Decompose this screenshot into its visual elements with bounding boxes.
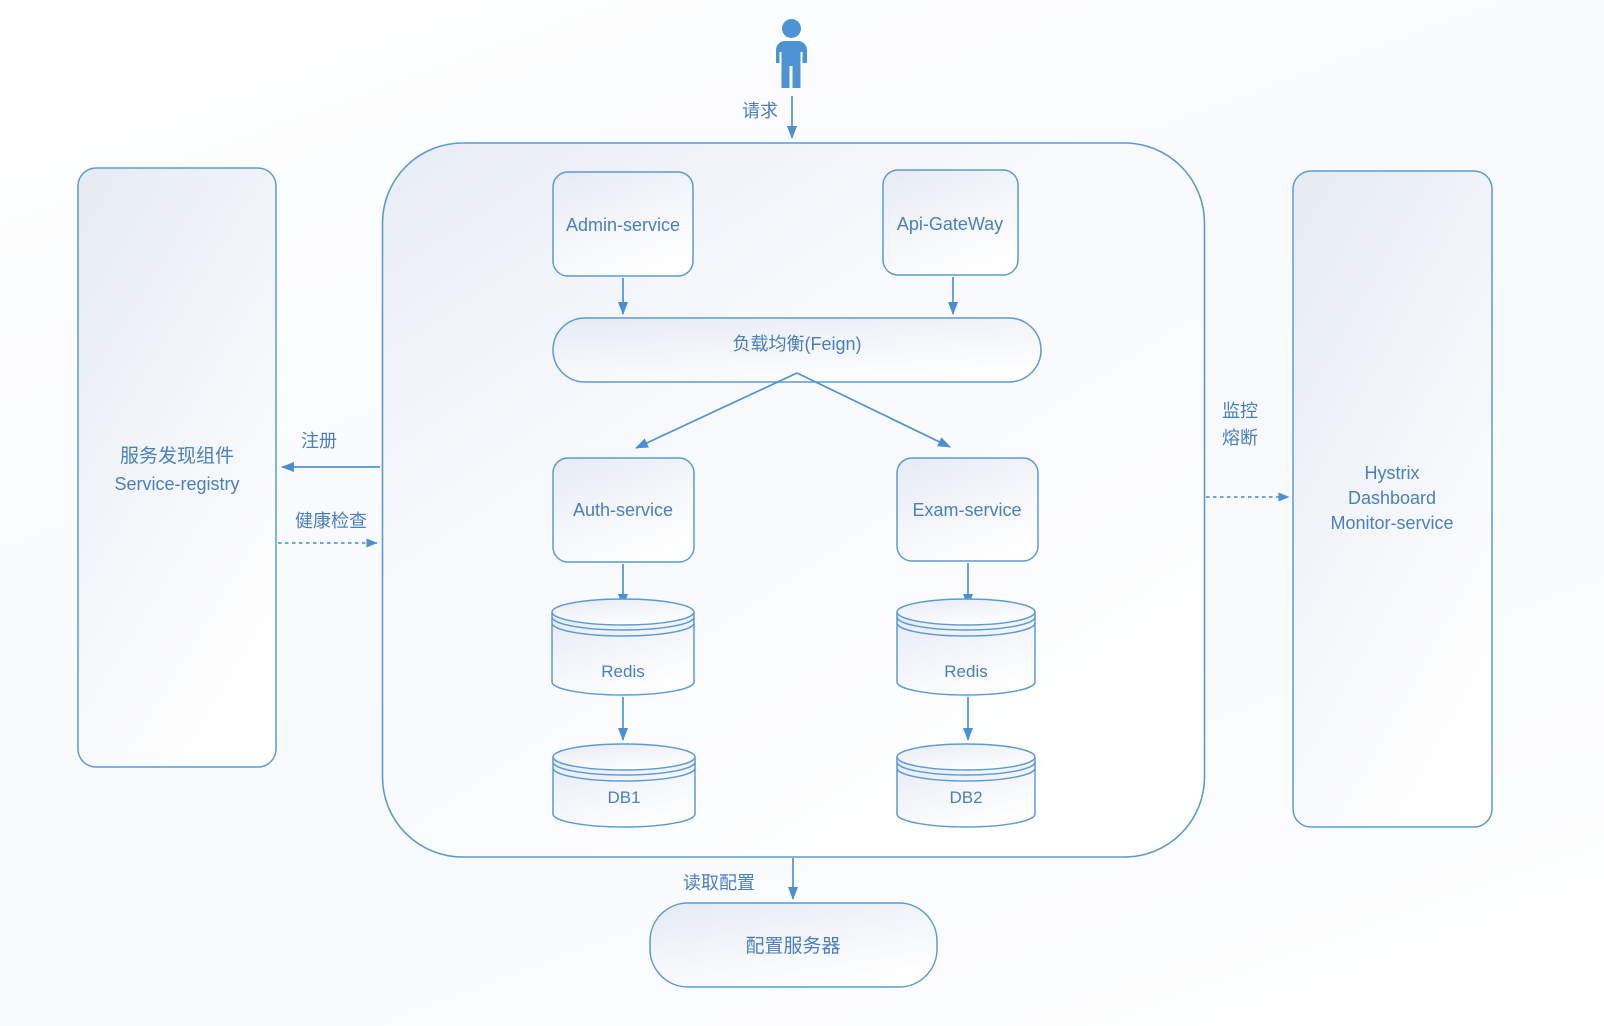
api-gateway-node [882,169,1019,276]
service-registry-label-en: Service-registry [114,474,239,494]
service-registry-label-cn: 服务发现组件 [120,445,234,467]
cylinder-ring [552,767,696,782]
cylinder-ring [552,761,696,776]
person-icon [776,19,807,88]
read-config-label: 读取配置 [683,873,755,893]
health-check-label: 健康检查 [295,511,367,531]
auth-service-node [552,457,695,563]
cylinder-body [896,757,1036,828]
cylinder-ring [896,761,1036,776]
main-container [381,142,1206,858]
hystrix-label-line1: Hystrix [1365,463,1420,483]
edge-feign-to-auth [635,372,798,449]
db2-label: DB2 [949,788,982,807]
cylinder-ring [896,767,1036,782]
cylinder-ring [551,622,695,637]
cylinder-top [552,743,696,771]
hystrix-dashboard-box [1292,170,1493,828]
cylinder-ring [896,622,1036,637]
db1-cylinder: DB1 [552,743,696,828]
load-balancer-label: 负载均衡(Feign) [732,334,861,354]
admin-service-label: Admin-service [566,215,680,235]
load-balancer-node [552,317,1042,383]
redis-left-label: Redis [601,662,644,681]
cylinder-body [552,757,696,828]
api-gateway-label: Api-GateWay [897,214,1003,234]
cylinder-body [896,612,1036,696]
redis-left-cylinder: Redis [551,598,695,696]
hystrix-label-line3: Monitor-service [1330,513,1453,533]
cylinder-top [896,598,1036,626]
cylinder-ring [896,616,1036,631]
service-registry-box [77,167,277,768]
admin-service-node [552,171,694,277]
request-label: 请求 [742,101,778,121]
edge-feign-to-exam [796,372,951,448]
cylinder-body [551,612,695,696]
config-server-node [649,902,938,988]
cylinder-ring [551,616,695,631]
monitor-label-line1: 监控 [1222,401,1258,421]
redis-right-label: Redis [944,662,987,681]
db2-cylinder: DB2 [896,743,1036,828]
exam-service-node [896,457,1039,562]
monitor-label-line2: 熔断 [1222,428,1258,448]
config-server-label: 配置服务器 [745,935,840,957]
cylinder-top [551,598,695,626]
person-body [776,41,807,88]
hystrix-label-line2: Dashboard [1348,488,1436,508]
exam-service-label: Exam-service [912,500,1021,520]
person-head [782,19,801,38]
db1-label: DB1 [607,788,640,807]
register-label: 注册 [301,431,337,451]
redis-right-cylinder: Redis [896,598,1036,696]
cylinder-top [896,743,1036,771]
auth-service-label: Auth-service [573,500,673,520]
